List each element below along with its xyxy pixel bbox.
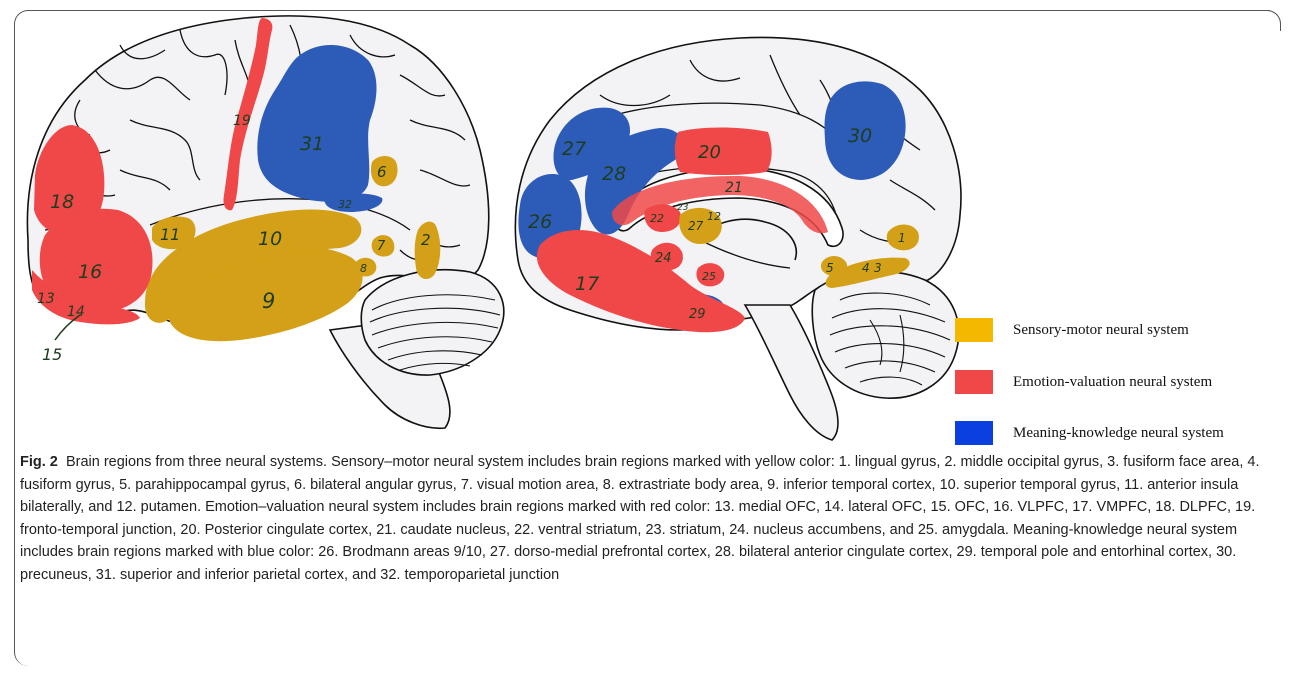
label-19: 19 xyxy=(233,113,251,129)
label-9: 9 xyxy=(262,289,275,313)
label-1: 1 xyxy=(898,231,906,245)
label-32: 32 xyxy=(338,198,352,211)
label-11: 11 xyxy=(160,225,180,244)
label-31: 31 xyxy=(300,133,324,155)
label-21: 21 xyxy=(725,180,743,196)
label-28: 28 xyxy=(602,163,626,185)
label-27-dup: 27 xyxy=(688,219,704,233)
medial-brain: 26 27 28 30 20 21 22 23 27 12 24 25 17 2… xyxy=(515,37,961,440)
label-17: 17 xyxy=(575,273,599,295)
legend-swatch-meaning-knowledge xyxy=(955,421,993,445)
label-8: 8 xyxy=(360,262,367,275)
legend-label-emotion-valuation: Emotion-valuation neural system xyxy=(1013,374,1212,391)
label-10: 10 xyxy=(258,228,282,250)
label-25: 25 xyxy=(702,270,716,283)
label-16: 16 xyxy=(78,261,102,283)
label-22: 22 xyxy=(650,212,664,225)
label-18: 18 xyxy=(50,191,74,213)
legend-label-sensory-motor: Sensory-motor neural system xyxy=(1013,322,1189,339)
legend-item-meaning-knowledge: Meaning-knowledge neural system xyxy=(955,421,1224,445)
label-6: 6 xyxy=(377,163,387,181)
figure-caption: Fig. 2 Brain regions from three neural s… xyxy=(20,451,1270,586)
label-23: 23 xyxy=(677,203,689,213)
legend-item-emotion-valuation: Emotion-valuation neural system xyxy=(955,370,1212,394)
label-30: 30 xyxy=(848,125,872,147)
legend-swatch-sensory-motor xyxy=(955,318,993,342)
legend-label-meaning-knowledge: Meaning-knowledge neural system xyxy=(1013,425,1224,442)
label-12: 12 xyxy=(707,210,721,223)
label-20: 20 xyxy=(698,142,721,163)
label-26: 26 xyxy=(528,211,552,233)
label-4: 4 xyxy=(862,261,870,275)
legend-swatch-emotion-valuation xyxy=(955,370,993,394)
region-20-pcc xyxy=(675,128,772,176)
label-7: 7 xyxy=(377,239,386,254)
label-2: 2 xyxy=(421,231,431,249)
legend-item-sensory-motor: Sensory-motor neural system xyxy=(955,318,1189,342)
label-24: 24 xyxy=(655,251,672,266)
caption-text: Brain regions from three neural systems.… xyxy=(20,454,1260,583)
lateral-brain: 18 16 13 14 15 19 31 32 6 7 8 2 11 10 9 xyxy=(27,16,503,428)
label-5: 5 xyxy=(826,261,834,275)
label-3: 3 xyxy=(874,261,882,275)
figure-number: Fig. 2 xyxy=(20,454,58,470)
label-13: 13 xyxy=(37,291,55,307)
label-27: 27 xyxy=(562,138,586,160)
label-29: 29 xyxy=(689,307,706,322)
label-15: 15 xyxy=(42,345,62,364)
